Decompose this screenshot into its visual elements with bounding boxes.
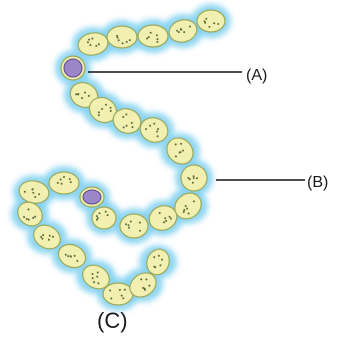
granule-dot — [109, 290, 111, 292]
label-c: (C) — [97, 308, 128, 333]
mucilage-sheath — [11, 4, 231, 311]
granule-dot — [110, 298, 112, 300]
granule-dot — [148, 36, 150, 38]
heterocyst-cell — [61, 56, 85, 80]
granule-dot — [130, 221, 132, 223]
granule-dot — [205, 18, 207, 20]
granule-dot — [69, 178, 71, 180]
granule-dot — [122, 297, 124, 299]
vegetative-cell — [103, 283, 133, 305]
heterocyst-cell — [80, 187, 104, 207]
granule-dot — [217, 23, 219, 25]
granule-dot — [126, 41, 128, 43]
granule-dot — [122, 42, 124, 44]
granule-dot — [156, 34, 158, 36]
granule-dot — [128, 224, 130, 226]
granule-dot — [139, 222, 141, 224]
granule-dot — [57, 182, 59, 184]
granule-dot — [118, 39, 120, 41]
vegetative-cell — [49, 172, 79, 194]
granule-dot — [107, 214, 109, 216]
heterocyst-core — [83, 190, 101, 204]
label-a: (A) — [246, 67, 267, 84]
vegetative-cell — [107, 26, 137, 48]
granule-dot — [150, 32, 152, 34]
granule-dot — [96, 215, 98, 217]
vegetative-cell — [138, 25, 168, 47]
granule-dot — [63, 176, 65, 178]
granule-dot — [105, 211, 107, 213]
granule-dot — [117, 37, 119, 39]
granule-dot — [125, 223, 127, 225]
label-b: (B) — [307, 174, 328, 191]
granule-dot — [60, 179, 62, 181]
vegetative-cell — [197, 10, 225, 32]
granule-dot — [129, 39, 131, 41]
granule-dot — [156, 41, 158, 43]
heterocyst-core — [64, 59, 82, 77]
granule-dot — [213, 22, 215, 24]
granule-dot — [139, 230, 141, 232]
granule-dot — [70, 181, 72, 183]
granule-dot — [146, 38, 148, 40]
granule-dot — [128, 227, 130, 229]
granule-dot — [99, 212, 101, 214]
vegetative-cell — [92, 207, 116, 229]
granule-dot — [204, 22, 206, 24]
granule-dot — [208, 26, 210, 28]
granule-dot — [61, 183, 63, 185]
granule-dot — [119, 289, 121, 291]
granule-dot — [157, 38, 159, 40]
vegetative-cell — [120, 214, 148, 238]
granule-dot — [124, 289, 126, 291]
granule-dot — [97, 217, 99, 219]
granule-dot — [121, 295, 123, 297]
